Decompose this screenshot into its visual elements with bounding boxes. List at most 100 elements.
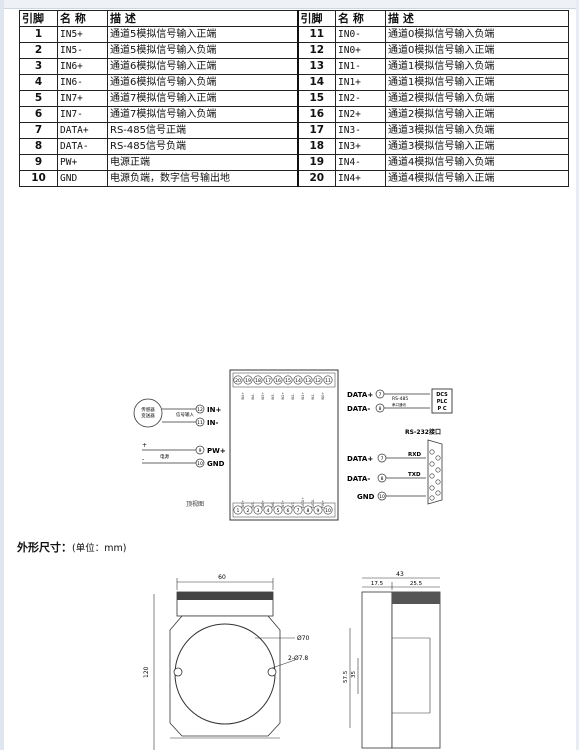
svg-text:IN6-: IN6- (271, 501, 275, 508)
side-body (361, 591, 393, 749)
svg-text:P C: P C (437, 406, 446, 412)
terminal-pin (233, 505, 243, 515)
header-name-2: 名 称 (335, 10, 386, 27)
dim-height-57-5: 57.5 (343, 670, 349, 683)
svg-text:IN4+: IN4+ (241, 392, 245, 400)
pin-description: 电源负端，数字信号输出地 (107, 170, 299, 187)
pin-number: 11 (297, 26, 336, 43)
module-body (229, 369, 339, 521)
pin-number: 8 (19, 138, 58, 155)
terminal-pin (263, 375, 273, 385)
header-pin-2: 引脚 (297, 10, 336, 27)
pin-description: 通道3模拟信号输入负端 (385, 122, 569, 139)
terminal-pin-number: 7 (297, 508, 300, 514)
terminal-pin-number: 5 (277, 508, 280, 514)
svg-text:PW+: PW+ (321, 500, 325, 508)
pin-number: 1 (19, 26, 58, 43)
pin-name: IN0+ (335, 42, 386, 59)
terminal-pin-number: 9 (317, 508, 320, 514)
terminal-pin (233, 375, 243, 385)
side-din-rail (391, 591, 441, 749)
sensor-label: 传感器 (141, 406, 155, 413)
pin-description: 通道2模拟信号输入负端 (385, 90, 569, 107)
pin-name: IN1+ (335, 74, 386, 91)
data-plus-label: DATA+ (347, 391, 373, 399)
terminal-pin-number: 13 (305, 378, 311, 384)
window-border-left (0, 0, 4, 750)
svg-text:7: 7 (379, 392, 382, 398)
pin-name: IN6- (57, 74, 108, 91)
pin-name: IN2+ (335, 106, 386, 123)
pin-name: GND (57, 170, 108, 187)
window-border-right (576, 0, 579, 750)
pin-description: 通道7模拟信号输入正端 (107, 90, 299, 107)
terminal-pin-number: 2 (247, 508, 250, 514)
pin-number: 16 (297, 106, 336, 123)
svg-text:IN5-: IN5- (251, 501, 255, 508)
svg-text:10: 10 (197, 461, 203, 467)
terminal-pin-number: 19 (245, 378, 251, 384)
terminal-pin-number: 16 (275, 378, 281, 384)
svg-text:DATA-: DATA- (311, 499, 315, 508)
svg-text:9: 9 (199, 448, 202, 454)
sensor-label-2: 变送器 (141, 412, 155, 419)
data-minus-label-2: DATA- (347, 475, 370, 483)
pin-description: 通道4模拟信号输入负端 (385, 154, 569, 171)
svg-text:IN4-: IN4- (251, 393, 255, 400)
svg-text:11: 11 (197, 420, 203, 426)
terminal-pin (283, 505, 293, 515)
data-minus-label: DATA- (347, 405, 370, 413)
gnd-label: GND (207, 460, 225, 468)
top-view-label: 顶视图 (186, 500, 204, 508)
pin-name: IN7- (57, 106, 108, 123)
dim-width-43: 43 (396, 571, 404, 578)
svg-text:DCS: DCS (436, 392, 448, 398)
pin-description: 通道0模拟信号输入负端 (385, 26, 569, 43)
svg-text:8: 8 (379, 406, 382, 412)
pin-number: 15 (297, 90, 336, 107)
pin-number: 20 (297, 170, 336, 187)
svg-text:IN7+: IN7+ (281, 500, 285, 508)
pin-number: 19 (297, 154, 336, 171)
pin-name: IN3+ (335, 138, 386, 155)
terminal-pin-number: 14 (295, 378, 301, 384)
pin-description: 通道6模拟信号输入负端 (107, 74, 299, 91)
terminal-pin-number: 17 (265, 378, 271, 384)
gnd-label-2: GND (357, 493, 375, 501)
data-plus-label-2: DATA+ (347, 455, 373, 463)
pin-description: 通道0模拟信号输入正端 (385, 42, 569, 59)
terminal-pin-number: 20 (235, 378, 241, 384)
svg-text:IN1+: IN1+ (301, 392, 305, 400)
pin-table-header: 引脚 名 称 描 述 引脚 名 称 描 述 (19, 10, 569, 27)
txd-label: TXD (408, 472, 421, 478)
rs485-label: RS-485 (392, 396, 408, 402)
dimension-drawing: 60 120 Ø70 2-Ø7.8 43 17.5 25.5 35 57.5 (143, 571, 441, 750)
svg-text:IN3+: IN3+ (261, 392, 265, 400)
svg-text:DATA+: DATA+ (301, 497, 305, 508)
pin-name: DATA+ (57, 122, 108, 139)
svg-text:IN2-: IN2- (291, 393, 295, 400)
dimensions-title: 外形尺寸：(单位：mm) (17, 541, 127, 554)
pin-number: 3 (19, 58, 58, 75)
pin-name: DATA- (57, 138, 108, 155)
pin-number: 2 (19, 42, 58, 59)
pin-number: 6 (19, 106, 58, 123)
svg-text:8: 8 (381, 476, 384, 482)
svg-text:+: + (142, 442, 147, 449)
front-dial-circle (174, 623, 276, 725)
pin-number: 14 (297, 74, 336, 91)
terminal-pin (283, 375, 293, 385)
pin-name: IN4- (335, 154, 386, 171)
pin-description: RS-485信号正端 (107, 122, 299, 139)
rxd-label: RXD (408, 452, 421, 458)
dim-width-17-5: 17.5 (371, 581, 384, 587)
header-name: 名 称 (57, 10, 108, 27)
pin-description: 通道1模拟信号输入正端 (385, 74, 569, 91)
